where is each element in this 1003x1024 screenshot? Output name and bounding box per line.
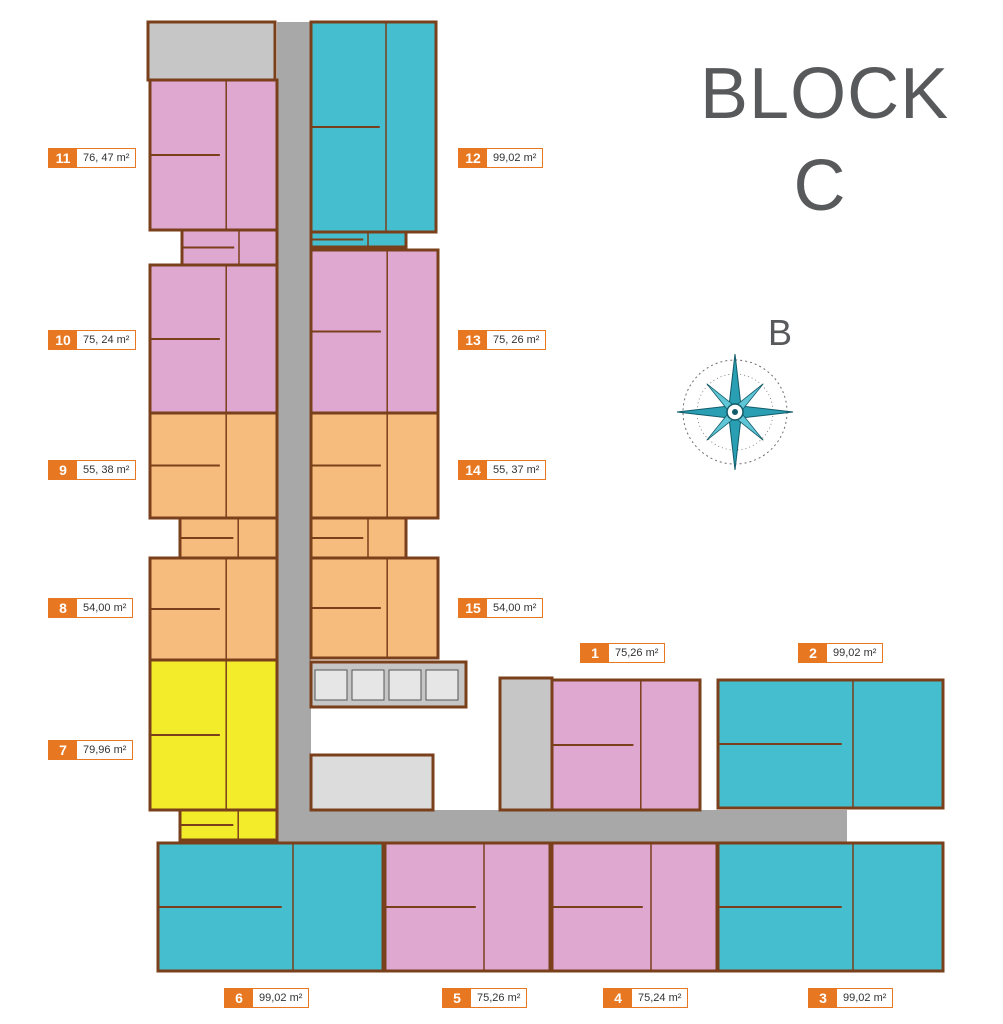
unit-number: 2 (799, 644, 827, 662)
corridors (277, 22, 847, 843)
unit-label-12: 12 99,02 m² (458, 148, 544, 168)
unit-label-3: 3 99,02 m² (808, 988, 894, 1008)
unit-area: 76, 47 m² (83, 152, 130, 164)
compass-label: B (768, 312, 793, 353)
unit-area: 75, 24 m² (83, 334, 130, 346)
unit-label-8: 8 54,00 m² (48, 598, 134, 618)
unit-3 (716, 841, 945, 973)
unit-label-14: 14 55, 37 m² (458, 460, 547, 480)
unit-label-2: 2 99,02 m² (798, 643, 884, 663)
apartment-units (148, 20, 945, 973)
unit-label-6: 6 99,02 m² (224, 988, 310, 1008)
unit-label-5: 5 75,26 m² (442, 988, 528, 1008)
unit-area: 99,02 m² (493, 152, 537, 164)
corridor-vertical (277, 22, 311, 842)
lift-shaft (314, 669, 348, 701)
unit-2 (716, 678, 945, 810)
unit-9 (148, 411, 279, 560)
unit-label-10: 10 75, 24 m² (48, 330, 137, 350)
unit-area: 54,00 m² (83, 602, 127, 614)
unit-15 (309, 556, 440, 660)
unit-area: 79,96 m² (83, 744, 127, 756)
unit-area: 75,26 m² (615, 647, 659, 659)
unit-number: 9 (49, 461, 77, 479)
unit-number: 4 (604, 989, 632, 1007)
unit-area: 55, 38 m² (83, 464, 130, 476)
unit-number: 10 (49, 331, 77, 349)
lift-shaft (425, 669, 459, 701)
unit-12 (309, 20, 438, 249)
unit-number: 6 (225, 989, 253, 1007)
unit-label-4: 4 75,24 m² (603, 988, 689, 1008)
unit-13 (309, 248, 440, 415)
unit-number: 15 (459, 599, 487, 617)
compass-rose-icon (676, 353, 794, 471)
unit-label-1: 1 75,26 m² (580, 643, 666, 663)
unit-number: 13 (459, 331, 487, 349)
unit-10 (148, 263, 279, 415)
block-letter: C (793, 146, 847, 226)
unit-area: 99,02 m² (259, 992, 303, 1004)
corridor-horizontal (277, 810, 847, 843)
unit-area: 54,00 m² (493, 602, 537, 614)
unit-1 (550, 678, 702, 812)
stair-core-top (146, 20, 277, 82)
unit-number: 1 (581, 644, 609, 662)
unit-7 (148, 658, 279, 842)
unit-area: 99,02 m² (843, 992, 887, 1004)
stair-core-right (498, 676, 554, 812)
unit-area: 55, 37 m² (493, 464, 540, 476)
unit-number: 7 (49, 741, 77, 759)
unit-11 (148, 78, 279, 267)
unit-label-7: 7 79,96 m² (48, 740, 134, 760)
unit-area: 75, 26 m² (493, 334, 540, 346)
lift-shaft (388, 669, 422, 701)
utility-core (309, 753, 435, 812)
unit-4 (550, 841, 719, 973)
unit-number: 11 (49, 149, 77, 167)
unit-number: 3 (809, 989, 837, 1007)
unit-8 (148, 556, 279, 662)
unit-number: 12 (459, 149, 487, 167)
unit-number: 5 (443, 989, 471, 1007)
unit-area: 99,02 m² (833, 647, 877, 659)
unit-5 (383, 841, 552, 973)
unit-area: 75,26 m² (477, 992, 521, 1004)
unit-label-15: 15 54,00 m² (458, 598, 544, 618)
service-cores (146, 20, 554, 812)
unit-label-11: 11 76, 47 m² (48, 148, 137, 168)
unit-6 (156, 841, 385, 973)
unit-14 (309, 411, 440, 560)
unit-label-13: 13 75, 26 m² (458, 330, 547, 350)
unit-number: 14 (459, 461, 487, 479)
unit-label-9: 9 55, 38 m² (48, 460, 137, 480)
unit-area: 75,24 m² (638, 992, 682, 1004)
block-title: BLOCK (700, 54, 950, 134)
unit-number: 8 (49, 599, 77, 617)
lift-shaft (351, 669, 385, 701)
